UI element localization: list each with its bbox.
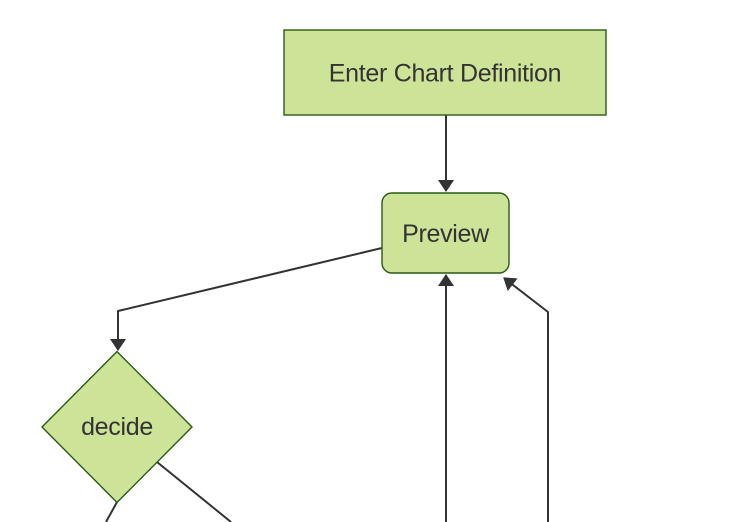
node-decide: decide xyxy=(41,350,193,504)
decide-diamond xyxy=(41,350,193,504)
preview-box xyxy=(381,192,510,274)
node-enter-chart-definition: Enter Chart Definition xyxy=(283,29,607,116)
decide-label: decide xyxy=(81,413,153,441)
node-preview: Preview xyxy=(381,192,510,274)
edge-decide-to-offscreen-bottom-right xyxy=(156,461,232,522)
enter-chart-definition-label: Enter Chart Definition xyxy=(329,60,561,88)
preview-label: Preview xyxy=(402,220,490,248)
edge-offscreen-bottom-right-to-preview xyxy=(503,277,549,522)
edge-decide-to-offscreen-bottom-left xyxy=(105,501,118,522)
edge-layer xyxy=(105,115,549,522)
edge-preview-to-decide xyxy=(110,247,383,351)
enter-chart-definition-box xyxy=(283,29,607,116)
